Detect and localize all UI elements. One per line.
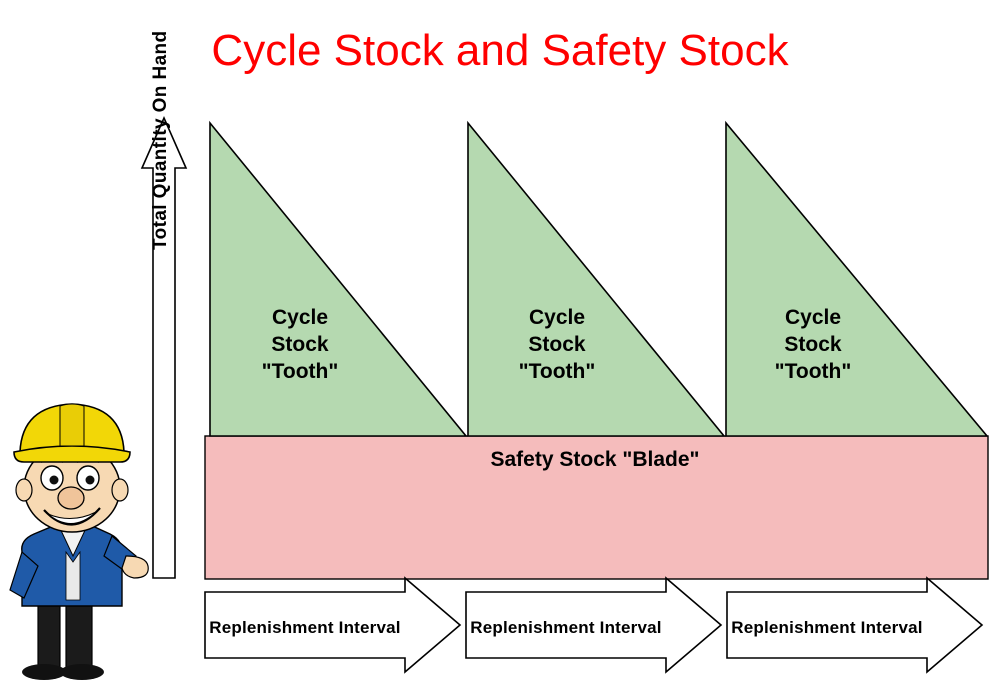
cycle-stock-label-2-line3: "Tooth" [518, 359, 596, 383]
cycle-stock-label-3-line3: "Tooth" [774, 359, 852, 383]
replenishment-interval-label-3: Replenishment Interval [731, 618, 923, 637]
cycle-stock-label-2-line1: Cycle [528, 306, 586, 329]
safety-stock-band [204, 435, 989, 580]
cycle-stock-label-3-line2: Stock [784, 332, 842, 356]
y-axis-arrow [140, 116, 188, 579]
cycle-stock-tooth-1 [209, 120, 468, 437]
replenishment-arrow-1 [204, 576, 462, 674]
cycle-stock-label-2-line2: Stock [528, 332, 586, 356]
page-title: Cycle Stock and Safety Stock [211, 26, 789, 75]
replenishment-arrow-3 [726, 576, 984, 674]
cycle-stock-label-1: Cycle Stock "Tooth" [235, 305, 365, 386]
cycle-stock-tooth-3 [725, 120, 989, 437]
cycle-stock-label-1-line3: "Tooth" [261, 359, 339, 383]
cycle-stock-label-1-line1: Cycle [271, 306, 329, 329]
safety-stock-label: Safety Stock "Blade" [490, 448, 700, 471]
replenishment-interval-label-2: Replenishment Interval [470, 618, 662, 637]
y-axis-label: Total Quantity On Hand [150, 30, 171, 250]
cycle-stock-tooth-2 [467, 120, 726, 437]
cycle-stock-label-2: Cycle Stock "Tooth" [492, 305, 622, 386]
replenishment-arrow-2 [465, 576, 723, 674]
cycle-stock-label-3: Cycle Stock "Tooth" [748, 305, 878, 386]
replenishment-interval-label-1: Replenishment Interval [209, 618, 401, 637]
cycle-stock-label-3-line1: Cycle [784, 306, 842, 329]
cycle-stock-label-1-line2: Stock [271, 332, 329, 356]
cartoon-worker-mascot [9, 403, 149, 688]
